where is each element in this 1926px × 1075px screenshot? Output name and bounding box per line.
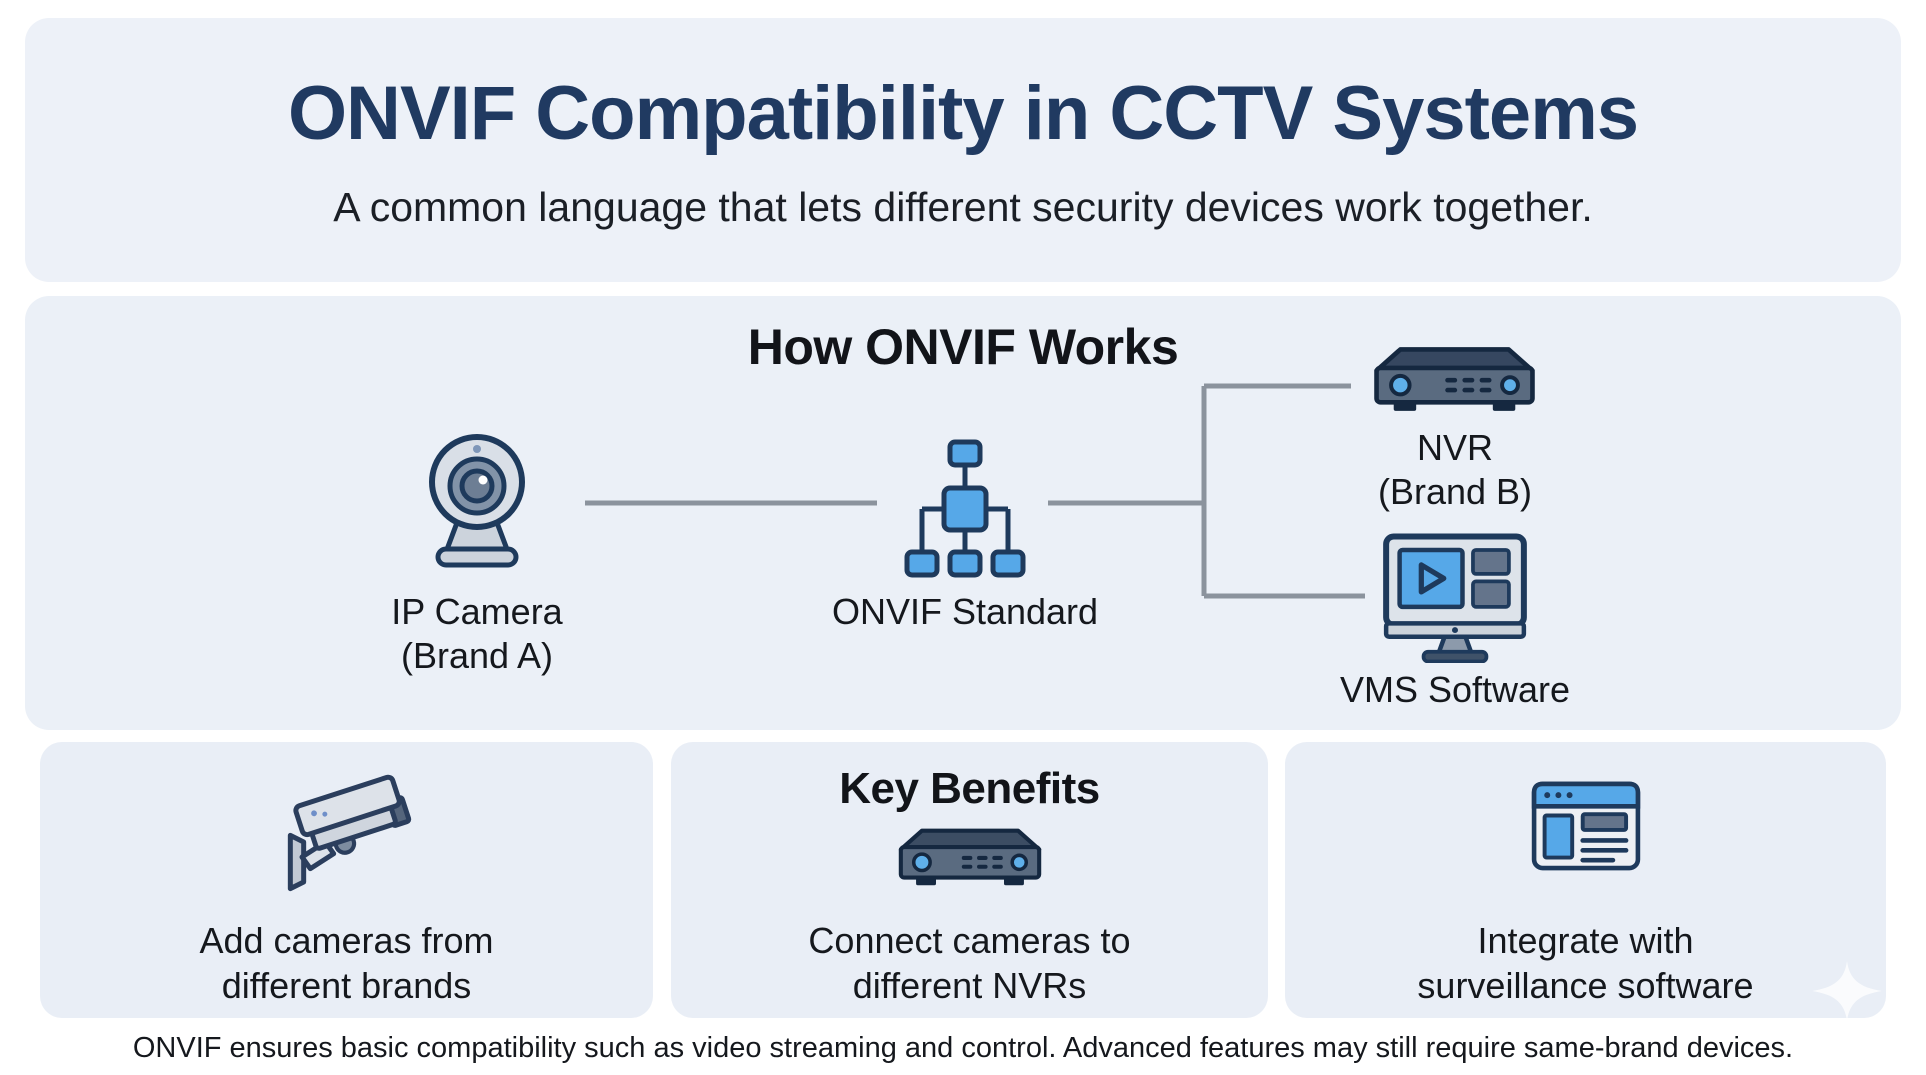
works-heading: How ONVIF Works bbox=[747, 319, 1179, 375]
benefit-software-line1: Integrate with bbox=[1477, 920, 1694, 961]
benefit-card-nvrs: Key Benefits Connect cameras to differen… bbox=[671, 742, 1268, 1018]
benefit-cameras-line2: different brands bbox=[221, 965, 472, 1006]
camera-label-line1: IP Camera bbox=[391, 591, 563, 632]
sparkle-icon bbox=[1812, 961, 1882, 1021]
benefit-card-software: Integrate with surveillance software bbox=[1285, 742, 1886, 1018]
benefit-software-line2: surveillance software bbox=[1417, 965, 1754, 1006]
benefit-nvrs-line1: Connect cameras to bbox=[808, 920, 1131, 961]
nvr-icon bbox=[1374, 347, 1535, 411]
network-hierarchy-icon bbox=[904, 439, 1026, 578]
browser-window-icon bbox=[1531, 781, 1640, 871]
footer-note: ONVIF ensures basic compatibility such a… bbox=[132, 1032, 1794, 1064]
benefit-text-software: Integrate with surveillance software bbox=[1285, 918, 1886, 1008]
nvr-label-line1: NVR bbox=[1416, 427, 1493, 468]
vms-label-line1: VMS Software bbox=[1339, 669, 1571, 710]
nvr-label-line2: (Brand B) bbox=[1377, 471, 1533, 512]
benefit-cameras-line1: Add cameras from bbox=[199, 920, 494, 961]
page-title: ONVIF Compatibility in CCTV Systems bbox=[287, 71, 1639, 156]
benefit-text-cameras: Add cameras from different brands bbox=[40, 918, 653, 1008]
benefit-card-cameras: Add cameras from different brands bbox=[40, 742, 653, 1018]
nvr-benefit-icon bbox=[898, 828, 1041, 886]
benefit-text-nvrs: Connect cameras to different NVRs bbox=[671, 918, 1268, 1008]
webcam-icon bbox=[429, 434, 525, 568]
nvr-label: NVR (Brand B) bbox=[1305, 426, 1605, 514]
camera-label-line2: (Brand A) bbox=[400, 635, 554, 676]
vms-monitor-icon bbox=[1383, 533, 1527, 663]
benefit-nvrs-line2: different NVRs bbox=[852, 965, 1087, 1006]
how-onvif-works-panel: How ONVIF Works IP Camera (Brand A) bbox=[25, 296, 1901, 730]
vms-label: VMS Software bbox=[1255, 668, 1655, 712]
cctv-bullet-camera-icon bbox=[287, 774, 411, 892]
camera-label: IP Camera (Brand A) bbox=[317, 590, 637, 678]
connector-lines bbox=[585, 383, 1365, 599]
benefits-heading: Key Benefits bbox=[839, 764, 1100, 813]
onvif-label-line1: ONVIF Standard bbox=[831, 591, 1099, 632]
page-subtitle: A common language that lets different se… bbox=[333, 184, 1593, 230]
onvif-label: ONVIF Standard bbox=[765, 590, 1165, 634]
header-card: ONVIF Compatibility in CCTV Systems A co… bbox=[25, 18, 1901, 282]
